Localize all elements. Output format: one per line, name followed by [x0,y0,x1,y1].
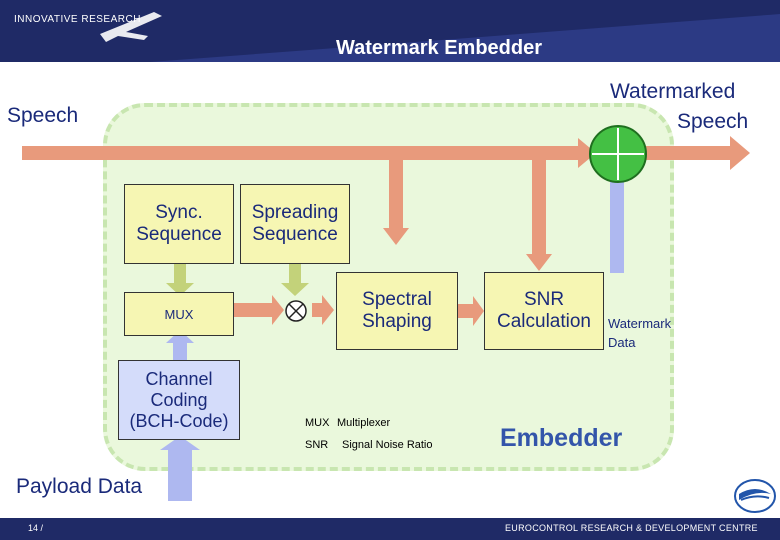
spread-line1: Spreading [251,202,339,223]
snr-line2: Calculation [497,311,591,332]
multiply-to-spectral-arrow [312,295,334,325]
page-title: Watermark Embedder [336,37,542,59]
header-bar: INNOVATIVE RESEARCH Watermark Embedder [0,0,780,62]
header-swoosh [150,14,780,62]
watermarked-label-line2: Speech [677,110,749,133]
channel-line1: Channel [145,368,213,389]
spectral-to-adder-arrow [457,296,484,326]
snr-calculation-box: SNR Calculation [484,272,604,350]
speech-to-snr-arrow [526,160,552,271]
legend-mux-abbr: MUX [305,417,330,429]
spreading-sequence-box: Spreading Sequence [240,184,350,264]
spectral-line1: Spectral [362,289,432,310]
mux-label: MUX [164,306,194,322]
sync-to-mux-arrow [166,263,194,296]
payload-data-label: Payload Data [16,475,143,498]
embedder-label: Embedder [500,424,623,452]
snr-line1: SNR [523,289,565,310]
speech-to-spectral-arrow [383,160,409,245]
channel-line2: Coding [150,389,208,410]
watermark-data-label-line1: Watermark [608,316,672,331]
legend-snr-text: Signal Noise Ratio [342,439,433,451]
spectral-line2: Shaping [362,311,432,332]
watermarked-label-line1: Watermarked [610,80,736,103]
sync-line1: Sync. [155,202,203,223]
adder-icon [589,125,647,183]
sync-line2: Sequence [136,224,222,245]
channel-to-mux-arrow [166,330,194,360]
legend-mux-text: Multiplexer [337,417,391,429]
header-top-label: INNOVATIVE RESEARCH [14,14,141,25]
logo-icon [734,479,776,513]
channel-coding-box: Channel Coding (BCH-Code) [118,360,240,440]
spread-line2: Sequence [252,224,338,245]
mux-to-multiply-arrow [232,295,284,325]
multiply-icon [285,300,307,322]
payload-to-channel-arrow [160,436,200,501]
channel-line3: (BCH-Code) [129,410,229,431]
watermark-data-label-line2: Data [608,335,636,350]
plane-icon [100,12,162,42]
sync-sequence-box: Sync. Sequence [124,184,234,264]
spread-to-multiply-arrow [281,263,309,296]
mux-box: MUX [124,292,234,336]
speech-main-arrow [22,136,750,170]
footer-bar: 14 / EUROCONTROL RESEARCH & DEVELOPMENT … [0,518,780,540]
spectral-shaping-box: Spectral Shaping [336,272,458,350]
footer-centre: EUROCONTROL RESEARCH & DEVELOPMENT CENTR… [505,523,758,533]
page-number: 14 / [28,523,44,533]
speech-label: Speech [7,104,79,127]
legend-snr-abbr: SNR [305,439,329,451]
